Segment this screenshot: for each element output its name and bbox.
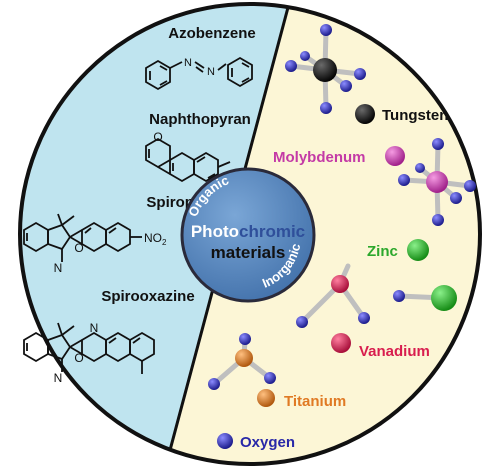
oxygen-atom (393, 290, 405, 302)
organic-sector (20, 4, 290, 464)
oxygen-legend-atom (217, 433, 233, 449)
spirooxazine-n2: N (90, 321, 99, 335)
oxygen-atom (415, 163, 425, 173)
molybdenum-label: Molybdenum (273, 149, 366, 166)
oxygen-atom (340, 80, 352, 92)
spirooxazine-o: O (74, 351, 83, 365)
oxygen-atom (432, 214, 444, 226)
oxygen-atom (296, 316, 308, 328)
oxygen-atom (464, 180, 476, 192)
molybdenum-legend-atom (385, 146, 405, 166)
oxygen-atom (398, 174, 410, 186)
azobenzene-label: Azobenzene (168, 25, 256, 42)
oxygen-atom (208, 378, 220, 390)
oxygen-atom (239, 333, 251, 345)
tungsten-legend-atom (355, 104, 375, 124)
oxygen-atom (264, 372, 276, 384)
zinc-legend-atom (407, 239, 429, 261)
azo-n1: N (184, 57, 192, 69)
azobenzene-structure (145, 56, 253, 91)
naphthopyran-label: Naphthopyran (149, 111, 251, 128)
oxygen-atom (358, 312, 370, 324)
oxygen-atom (300, 51, 310, 61)
spirooxazine-structure (23, 322, 155, 374)
zinc-label: Zinc (367, 243, 398, 260)
spirooxazine-n1: N (54, 371, 63, 385)
spiropyran-o: O (74, 241, 83, 255)
naphthopyran-o: O (153, 130, 162, 144)
spiropyran-structure (23, 213, 142, 262)
center-title-line2: materials (211, 243, 286, 262)
oxygen-atom (285, 60, 297, 72)
oxygen-atom (432, 138, 444, 150)
center-circle (180, 167, 316, 303)
spirooxazine-label: Spirooxazine (101, 288, 194, 305)
oxygen-label: Oxygen (240, 434, 295, 451)
vanadium-label: Vanadium (359, 343, 430, 360)
tungsten-atom (313, 58, 337, 82)
spiropyran-nitro: NO2 (144, 231, 167, 247)
spiropyran-n: N (54, 261, 63, 275)
azo-n2: N (207, 66, 215, 78)
outer-ring (18, 2, 482, 466)
naphthopyran-structure (145, 137, 231, 183)
molybdenum-atom (426, 171, 448, 193)
titanium-label: Titanium (284, 393, 346, 410)
zinc-atom (431, 285, 457, 311)
oxygen-atom (320, 102, 332, 114)
oxygen-atom (320, 24, 332, 36)
vanadium-legend-atom (331, 333, 351, 353)
titanium-legend-atom (257, 389, 275, 407)
oxygen-atom (450, 192, 462, 204)
oxygen-atom (354, 68, 366, 80)
tungsten-label: Tungsten (382, 107, 448, 124)
titanium-atom (235, 349, 253, 367)
vanadium-atom (331, 275, 349, 293)
center-title-line1: Photochromic (191, 222, 305, 241)
